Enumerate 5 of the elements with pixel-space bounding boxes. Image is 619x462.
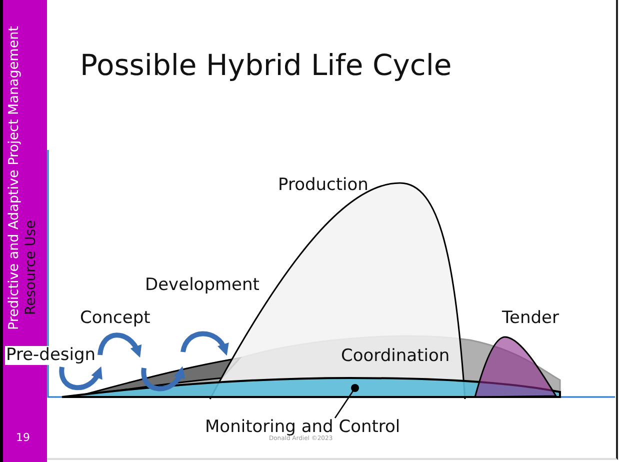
phase-label: Monitoring and Control [205,418,400,437]
slide-title: Possible Hybrid Life Cycle [80,50,452,82]
page-number: 19 [16,432,30,444]
axis-label: Resource Use [24,220,40,315]
sidebar-title: Predictive and Adaptive Project Management [7,26,22,330]
